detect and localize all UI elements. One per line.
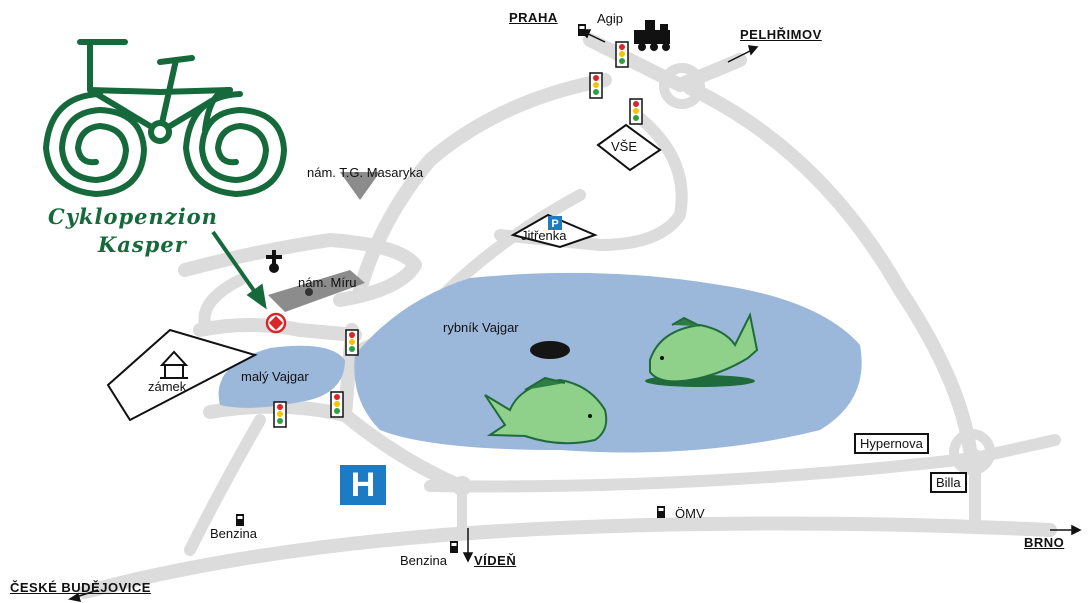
traffic-light-icon — [629, 98, 643, 125]
label-billa: Billa — [930, 472, 967, 493]
fish-icon — [645, 311, 759, 387]
label-omv: ÖMV — [675, 506, 705, 521]
pond-vajgar — [354, 272, 862, 453]
destination-brno: BRNO — [1024, 535, 1065, 550]
label-vse: VŠE — [611, 139, 638, 154]
traffic-light-icon — [273, 401, 287, 428]
road-benzina — [184, 414, 266, 556]
roundabout-north — [659, 63, 705, 109]
destination-ceske-budejovice: ČESKÉ BUDĚJOVICE — [10, 580, 151, 595]
arrow-budejovice-icon — [68, 589, 99, 602]
road-ring-east — [683, 81, 977, 457]
road-main-south — [78, 516, 1057, 599]
label-benzina-west: Benzina — [210, 526, 257, 541]
roundabout-east — [949, 429, 995, 475]
parking-icon: P — [551, 218, 558, 230]
zamek-outline — [106, 328, 258, 422]
hospital-icon: H — [340, 465, 386, 505]
destination-pelhrimov: PELHŘIMOV — [740, 27, 822, 42]
road-west — [193, 318, 362, 342]
fuel-pump-icon — [236, 514, 244, 526]
bicycle-logo-icon — [43, 39, 287, 197]
parking-sign — [548, 216, 562, 230]
arrow-brno-icon — [1050, 524, 1082, 536]
traffic-light-icon — [589, 72, 603, 99]
road-west-curve — [198, 274, 246, 331]
direction-arrows — [68, 29, 1082, 602]
pond-maly-vajgar — [218, 345, 345, 408]
brand-name-line1: Cyklopenzion — [48, 204, 218, 229]
label-jitrenka: Jitřenka — [521, 228, 567, 243]
traffic-light-icon — [615, 41, 629, 68]
fish-icon — [484, 376, 608, 445]
fuel-pump-icon — [657, 506, 665, 518]
island — [530, 341, 570, 359]
train-icon — [634, 20, 670, 51]
pension-arrow-icon — [211, 230, 267, 310]
vse-outline — [596, 123, 662, 172]
traffic-light-icon — [345, 329, 359, 356]
road-south-inner — [424, 434, 1061, 493]
label-nam-masaryka: nám. T.G. Masaryka — [307, 165, 424, 180]
miru-dot — [305, 288, 313, 296]
arrow-praha-icon — [578, 29, 606, 43]
arrow-viden-icon — [462, 528, 474, 563]
brand-name-line2: Kasper — [98, 232, 187, 257]
pension-marker-icon — [265, 312, 287, 334]
label-maly-vajgar: malý Vajgar — [241, 369, 309, 384]
label-zamek: zámek — [148, 379, 187, 394]
traffic-light-icon — [330, 391, 344, 418]
square-masaryka — [340, 172, 380, 200]
jitrenka-outline — [510, 213, 598, 249]
house-icon — [159, 350, 189, 379]
fuel-pump-icon — [450, 541, 458, 553]
destination-viden: VÍDEŇ — [474, 553, 517, 568]
square-miru — [268, 270, 365, 312]
label-rybnik-vajgar: rybník Vajgar — [443, 320, 519, 335]
roundabout-south — [452, 476, 472, 496]
label-benzina-south: Benzina — [400, 553, 447, 568]
traffic-lights — [273, 41, 643, 428]
destination-praha: PRAHA — [509, 10, 558, 25]
road-vse — [494, 112, 688, 251]
arrow-pelhrimov-icon — [727, 45, 759, 63]
label-agip: Agip — [597, 11, 624, 26]
label-nam-miru: nám. Míru — [298, 275, 357, 290]
church-icon — [266, 250, 282, 273]
label-hypernova: Hypernova — [854, 433, 929, 454]
road-west-loop — [178, 233, 422, 307]
